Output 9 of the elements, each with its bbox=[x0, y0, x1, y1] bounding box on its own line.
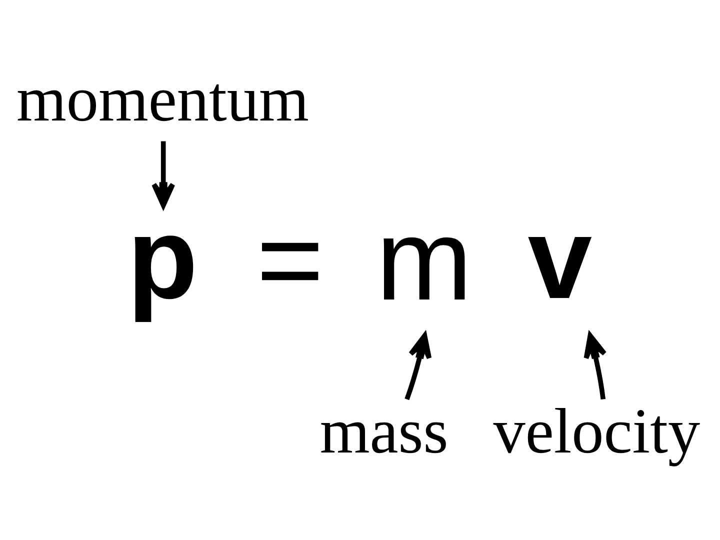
node-text: velocity bbox=[493, 395, 700, 466]
label: = bbox=[256, 195, 324, 324]
node-text: mass bbox=[320, 395, 448, 466]
node-text: momentum bbox=[16, 62, 309, 134]
node-text: v bbox=[528, 193, 592, 322]
arrow bbox=[584, 332, 607, 400]
arrow bbox=[404, 332, 432, 400]
node-text: p bbox=[127, 193, 198, 322]
node-text: m bbox=[376, 195, 472, 324]
